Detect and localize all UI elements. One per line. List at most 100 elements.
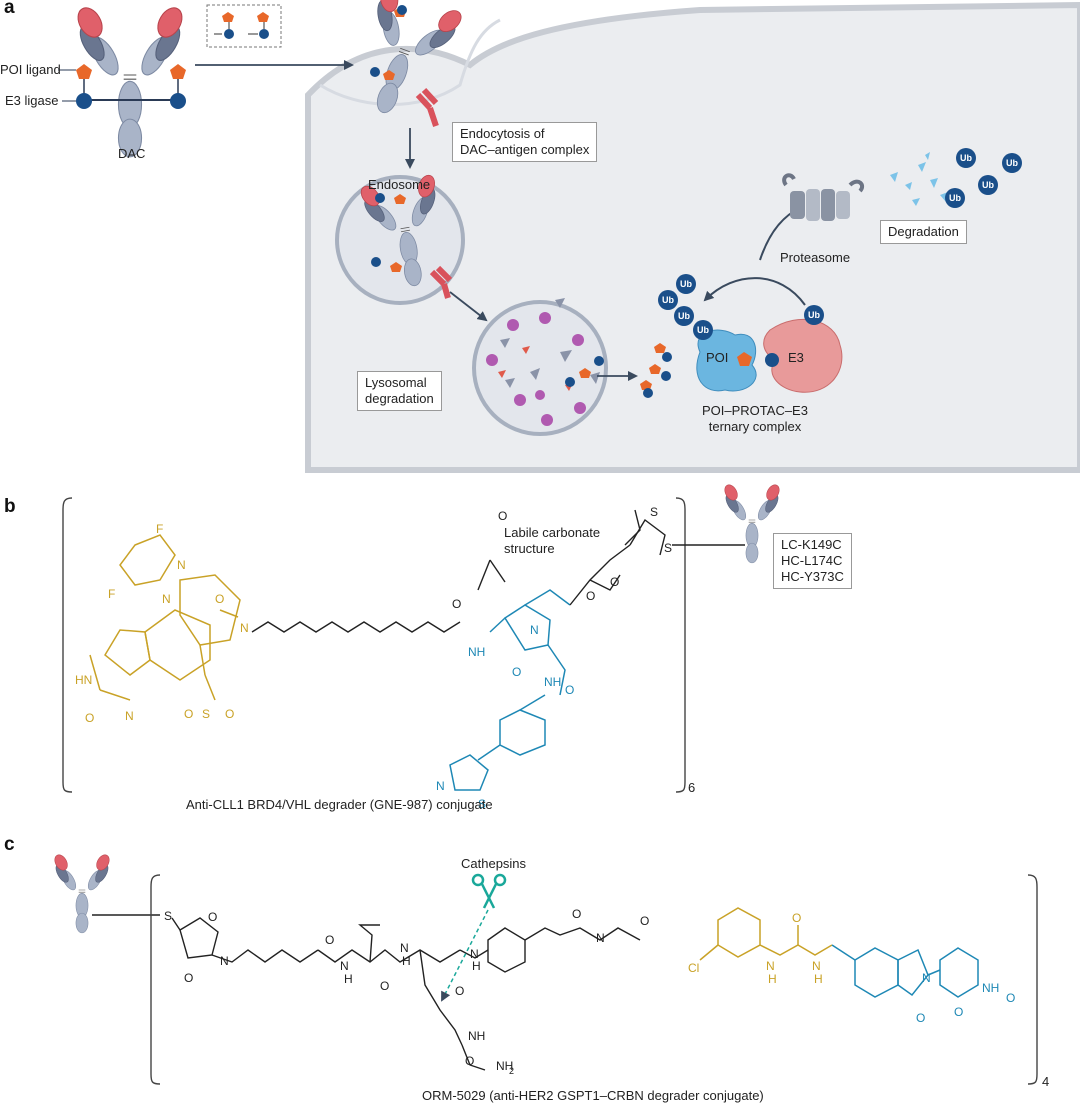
svg-text:H: H (814, 972, 823, 986)
svg-text:F: F (156, 522, 163, 536)
brd4-ligand-structure (89, 534, 241, 701)
poi-label: POI (706, 350, 729, 365)
e3-label: E3 (788, 350, 804, 365)
dar-subscript-c: 4 (1042, 1074, 1050, 1089)
caption-c: ORM-5029 (anti-HER2 GSPT1–CRBN degrader … (422, 1088, 764, 1103)
svg-text:H: H (472, 959, 481, 973)
ub-text: Ub (678, 311, 690, 321)
caption-b: Anti-CLL1 BRD4/VHL degrader (GNE-987) co… (186, 797, 493, 812)
bracket-right-c (1027, 874, 1038, 1085)
svg-text:N: N (162, 592, 171, 606)
antigen-endosome (429, 265, 453, 299)
antigen (415, 87, 439, 127)
mutation-2: HC-L174C (781, 553, 843, 568)
svg-text:O: O (85, 711, 94, 725)
gspt1-binding-fragment (699, 907, 833, 961)
dac-label: DAC (118, 146, 146, 161)
arrow-recycle (703, 277, 806, 306)
svg-text:O: O (572, 907, 581, 921)
e3-ligand-left (76, 93, 92, 109)
svg-text:S: S (478, 797, 486, 811)
svg-text:O: O (452, 597, 461, 611)
proteasome-label: Proteasome (780, 250, 851, 265)
bracket-left-b (62, 497, 73, 793)
svg-text:N: N (470, 947, 479, 961)
svg-text:O: O (640, 914, 649, 928)
svg-text:H: H (402, 954, 411, 968)
svg-text:H: H (344, 972, 353, 986)
svg-text:O: O (184, 971, 193, 985)
panel-label-c: c (4, 834, 15, 855)
svg-text:N: N (530, 623, 539, 637)
svg-text:O: O (208, 910, 217, 924)
svg-text:O: O (184, 707, 193, 721)
ub-text: Ub (949, 193, 961, 203)
ub-text: Ub (680, 279, 692, 289)
svg-text:S: S (164, 909, 172, 923)
svg-text:N: N (125, 709, 134, 723)
dac-antibody (72, 3, 188, 158)
svg-text:O: O (325, 933, 334, 947)
mutation-list: LC-K149C HC-L174C HC-Y373C (773, 533, 852, 589)
svg-text:N: N (240, 621, 249, 635)
proteasome (782, 173, 865, 221)
svg-text:O: O (455, 984, 464, 998)
cathepsin-scissors-icon (471, 873, 507, 909)
ub-chain (658, 274, 824, 340)
endosome-label: Endosome (368, 177, 431, 192)
alkyl-linker (251, 621, 461, 633)
svg-text:N: N (766, 959, 775, 973)
svg-text:O: O (954, 1005, 963, 1019)
cleavage-arrow (441, 909, 489, 1002)
svg-text:NH: NH (982, 981, 999, 995)
cathepsins-label: Cathepsins (461, 856, 527, 871)
dar-subscript-b: 6 (688, 780, 696, 795)
svg-text:N: N (400, 941, 409, 955)
mutation-3: HC-Y373C (781, 569, 844, 584)
crbn-ligand-structure (831, 944, 979, 998)
arrow-to-lysosome (449, 291, 488, 322)
antibody-c (51, 852, 113, 934)
svg-text:NH: NH (544, 675, 561, 689)
svg-text:N: N (436, 779, 445, 793)
free-ub (945, 148, 1022, 208)
labile-carbonate-label: Labile carbonate structure (504, 525, 601, 556)
ub-text: Ub (662, 295, 674, 305)
svg-text:N: N (340, 959, 349, 973)
svg-text:N: N (220, 954, 229, 968)
bracket-right-b (675, 497, 686, 793)
ub-text: Ub (960, 153, 972, 163)
endocytosis-label: Endocytosis of DAC–antigen complex (452, 122, 598, 162)
poi-ligand-left (76, 64, 92, 79)
svg-text:S: S (664, 541, 672, 555)
panel-label-b: b (4, 496, 16, 517)
linker-legend-box (206, 4, 282, 48)
svg-text:O: O (565, 683, 574, 697)
ub-text: Ub (697, 325, 709, 335)
vhl-ligand-structure (449, 589, 571, 791)
svg-text:O: O (225, 707, 234, 721)
svg-text:S: S (202, 707, 210, 721)
svg-text:NH: NH (468, 645, 485, 659)
svg-text:N: N (596, 931, 605, 945)
ub-text: Ub (808, 310, 820, 320)
svg-text:Cl: Cl (688, 961, 699, 975)
poi-ligand-label: POI ligand (0, 62, 61, 77)
val-cit-linker (171, 917, 641, 1071)
svg-text:2: 2 (509, 1066, 514, 1076)
released-protacs (640, 343, 672, 398)
svg-text:O: O (792, 911, 801, 925)
degradation-label: Degradation (880, 220, 967, 244)
lysosome-fragments (486, 312, 586, 426)
svg-text:S: S (650, 505, 658, 519)
svg-text:O: O (1006, 991, 1015, 1005)
poi-ligand-right (170, 64, 186, 79)
e3-ligase-label: E3 ligase (5, 93, 59, 108)
mutation-1: LC-K149C (781, 537, 842, 552)
ternary-complex-label: POI–PROTAC–E3 ternary complex (702, 403, 808, 434)
svg-text:N: N (922, 971, 931, 985)
svg-text:O: O (498, 509, 507, 523)
svg-text:O: O (512, 665, 521, 679)
ub-text: Ub (982, 180, 994, 190)
